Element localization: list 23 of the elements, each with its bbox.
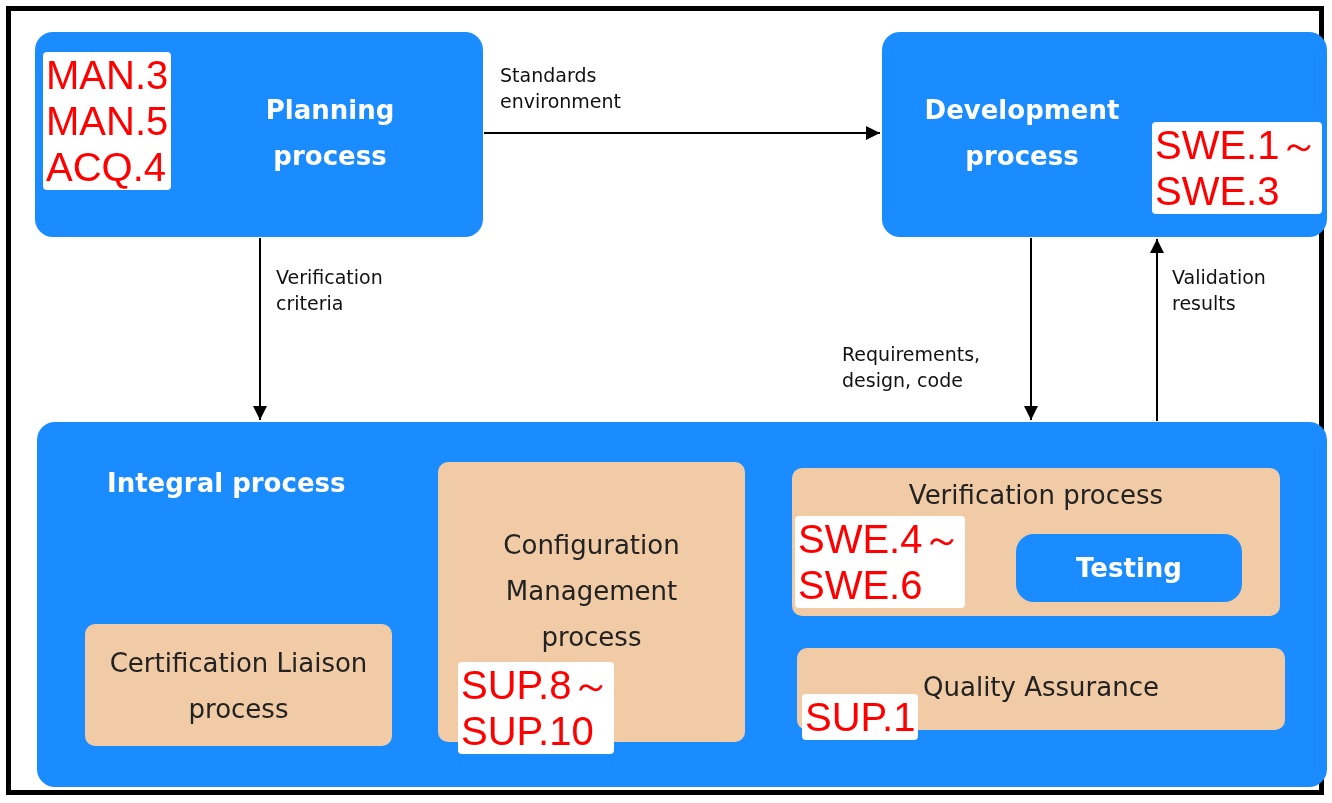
process-box bbox=[882, 32, 1327, 237]
arrow bbox=[1024, 237, 1038, 421]
process-label: Verification process bbox=[907, 479, 1165, 512]
annotation-label: SUP.8～ SUP.10 bbox=[458, 662, 615, 754]
process-box bbox=[1016, 534, 1242, 602]
annotation-label: SWE.1～ SWE.3 bbox=[1152, 122, 1323, 214]
process-box bbox=[35, 32, 483, 237]
process-label: Planning process bbox=[264, 94, 396, 173]
annotation-label: SUP.1 bbox=[802, 694, 919, 740]
process-label: Integral process bbox=[107, 467, 347, 500]
process-label: Quality Assurance bbox=[922, 671, 1160, 704]
annotation-label: SWE.4～ SWE.6 bbox=[795, 516, 966, 608]
arrow bbox=[1150, 238, 1164, 422]
process-panel bbox=[37, 422, 1327, 787]
process-box bbox=[85, 624, 392, 746]
annotation-label: MAN.3 MAN.5 ACQ.4 bbox=[43, 52, 172, 190]
process-label: Development process bbox=[923, 94, 1121, 173]
arrow bbox=[253, 237, 267, 421]
process-label: Testing bbox=[1075, 552, 1183, 585]
arrow bbox=[483, 126, 881, 140]
process-box bbox=[792, 468, 1280, 616]
process-label: Certification Liaison process bbox=[108, 647, 369, 726]
process-label: Configuration Management process bbox=[502, 529, 681, 654]
